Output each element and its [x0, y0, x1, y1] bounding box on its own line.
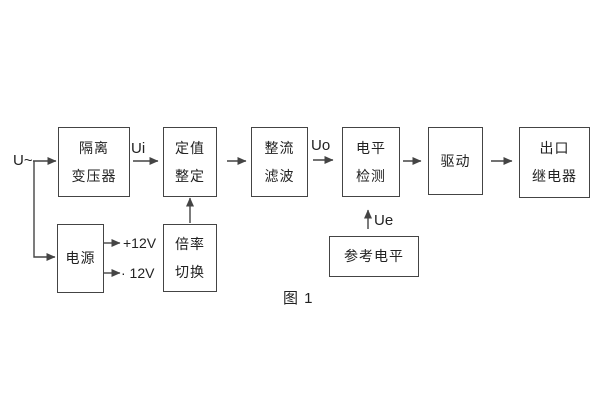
- label-ue: Ue: [374, 212, 394, 229]
- block-label: 继电器: [532, 168, 577, 184]
- block-power: 电源: [57, 224, 104, 293]
- block-label: 滤波: [264, 167, 295, 184]
- label-ui: Ui: [131, 140, 146, 157]
- block-label: 变压器: [71, 167, 117, 184]
- block-isolation-transformer: 隔离 变压器: [58, 127, 130, 197]
- block-label: 电平: [356, 139, 386, 156]
- block-label: 隔离: [79, 139, 109, 156]
- figure-caption: 图 1: [283, 290, 314, 307]
- arrow-input-to-power: [33, 161, 56, 261]
- block-output-relay: 出口 继电器: [519, 127, 590, 198]
- block-label: 检测: [356, 167, 386, 184]
- block-rectifier-filter: 整流 滤波: [251, 127, 308, 197]
- block-level-detection: 电平 检测: [342, 127, 400, 197]
- block-label: 参考电平: [344, 248, 404, 264]
- block-label: 整流: [264, 139, 295, 156]
- block-label: 定值: [175, 139, 205, 156]
- block-label: 出口: [539, 140, 570, 156]
- block-setting: 定值 整定: [163, 127, 217, 197]
- label-uo: Uo: [311, 137, 331, 154]
- block-drive: 驱动: [428, 127, 483, 195]
- label-input-voltage: U~: [13, 152, 33, 169]
- block-label: 倍率: [175, 235, 205, 252]
- label-plus-12v: +12V: [123, 235, 157, 251]
- block-reference-level: 参考电平: [329, 236, 419, 277]
- block-label: 电源: [65, 250, 96, 266]
- label-minus-12v: · 12V: [121, 265, 155, 281]
- block-multiplier-switch: 倍率 切换: [163, 224, 217, 292]
- block-label: 驱动: [440, 152, 471, 169]
- block-label: 切换: [175, 263, 205, 280]
- block-label: 整定: [175, 167, 205, 184]
